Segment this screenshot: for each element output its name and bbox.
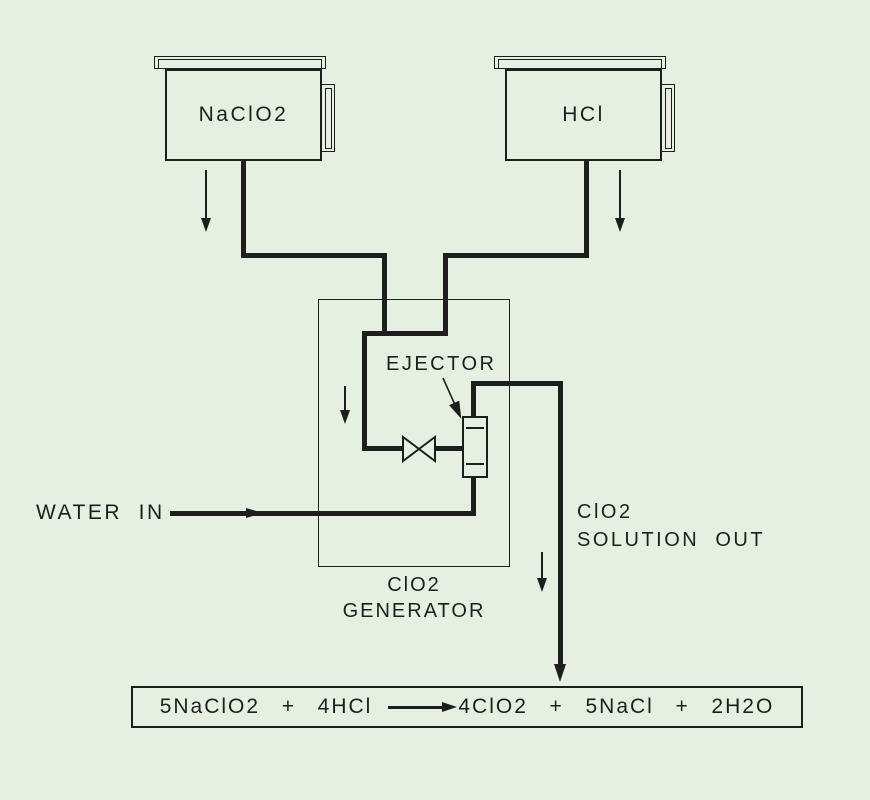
ejector-tick-top bbox=[466, 427, 484, 429]
valve-icon bbox=[402, 435, 436, 463]
pipe-naclo2-into-generator bbox=[382, 253, 387, 333]
water-in-label: WATER IN bbox=[36, 501, 165, 524]
hcl-tank-bracket-inner bbox=[664, 87, 672, 149]
pipe-ejector-riser bbox=[471, 381, 476, 418]
hcl-flow-arrow-shaft bbox=[619, 170, 621, 220]
solution-flow-arrow-shaft bbox=[541, 552, 543, 580]
hcl-flow-arrow-icon bbox=[615, 218, 625, 232]
generator-label: ClO2 GENERATOR bbox=[318, 572, 510, 624]
reaction-arrow-head bbox=[442, 701, 458, 712]
naclo2-tank-lid bbox=[154, 56, 326, 69]
ejector-leader-arrow-icon bbox=[442, 377, 462, 419]
hcl-tank-bracket bbox=[661, 84, 675, 152]
generator-label-line2: GENERATOR bbox=[342, 600, 486, 622]
water-in-arrow-icon bbox=[246, 508, 263, 518]
hcl-tank-lid-inner bbox=[498, 59, 662, 69]
pipe-outlet-horizontal bbox=[471, 381, 563, 386]
naclo2-tank-lid-inner bbox=[158, 59, 322, 69]
pipe-hcl-into-generator bbox=[443, 253, 448, 333]
generator-outline bbox=[318, 299, 510, 567]
pipe-water-to-ejector bbox=[471, 476, 476, 516]
pipe-valve-to-ejector bbox=[434, 446, 464, 451]
equation-rhs: 4ClO2 + 5NaCl + 2H2O bbox=[458, 695, 775, 718]
naclo2-flow-arrow-icon bbox=[201, 218, 211, 232]
ejector-body bbox=[462, 416, 488, 478]
generator-label-line1: ClO2 bbox=[387, 574, 441, 596]
reaction-arrow-icon bbox=[388, 701, 458, 712]
pipe-generator-header bbox=[362, 331, 448, 336]
pipe-naclo2-horizontal bbox=[241, 253, 387, 258]
pipe-water-in bbox=[170, 511, 476, 516]
pipe-outlet-down bbox=[558, 381, 563, 666]
naclo2-tank: NaClO2 bbox=[165, 69, 322, 161]
solution-out-arrow-icon bbox=[554, 664, 566, 682]
hcl-tank: HCl bbox=[505, 69, 662, 161]
hcl-tank-label: HCl bbox=[562, 103, 605, 126]
pipe-generator-downcomer bbox=[362, 331, 367, 451]
reaction-equation-box: 5NaClO2 + 4HCl 4ClO2 + 5NaCl + 2H2O bbox=[131, 686, 803, 728]
generator-flow-arrow-shaft bbox=[344, 386, 346, 412]
pipe-naclo2-down bbox=[241, 159, 246, 258]
solution-out-label-line2: SOLUTION OUT bbox=[577, 529, 766, 551]
naclo2-tank-bracket-inner bbox=[324, 87, 332, 149]
pipe-to-valve bbox=[362, 446, 404, 451]
naclo2-tank-label: NaClO2 bbox=[198, 103, 289, 126]
hcl-tank-lid bbox=[494, 56, 666, 69]
ejector-tick-bottom bbox=[466, 463, 484, 465]
solution-flow-arrow-icon bbox=[537, 578, 547, 592]
generator-flow-arrow-icon bbox=[340, 410, 350, 424]
naclo2-flow-arrow-shaft bbox=[205, 170, 207, 220]
solution-out-label-line1: ClO2 bbox=[577, 501, 633, 523]
pipe-hcl-down bbox=[584, 159, 589, 258]
equation-lhs: 5NaClO2 + 4HCl bbox=[159, 695, 373, 718]
pipe-hcl-horizontal bbox=[443, 253, 589, 258]
ejector-label: EJECTOR bbox=[386, 353, 497, 375]
solution-out-label: ClO2 SOLUTION OUT bbox=[577, 498, 765, 554]
naclo2-tank-bracket bbox=[321, 84, 335, 152]
